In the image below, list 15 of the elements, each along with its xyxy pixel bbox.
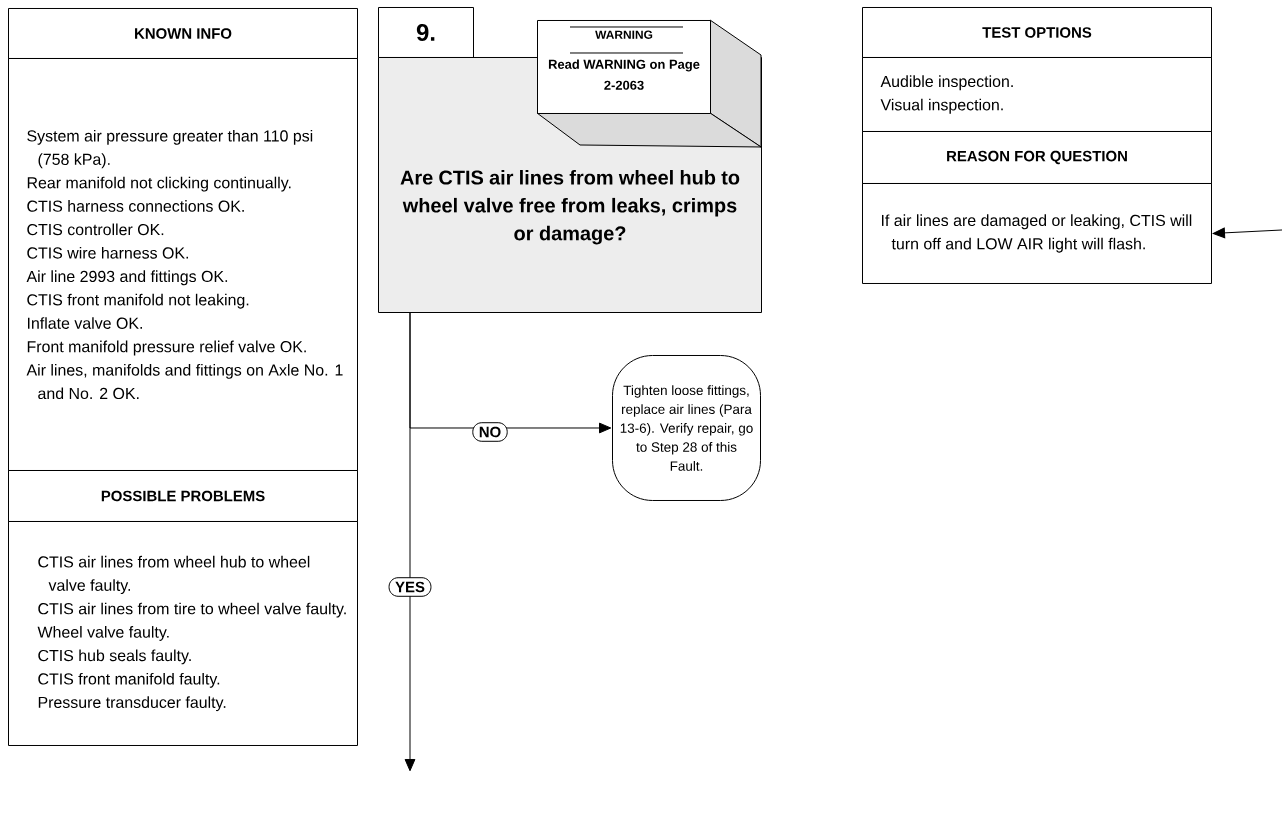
text-panel: Audible inspection. Visual inspection. [862,57,1212,132]
section-header: POSSIBLE PROBLEMS [8,470,358,522]
arrow [1212,227,1283,239]
edge-label: YES [388,577,432,597]
text-panel: System air pressure greater than 110 psi (758 kPa). Rear manifold not clicking continually. CTIS harness connections OK. CTIS controller OK. CTIS wire harness OK. Air line 2993 and fittings OK. CTIS front manifold not leaking. Inflate valve OK. Front manifold pressure relief valve OK. Air lines, manifolds and fittings on Axle No. 1 and No. 2 OK. [8,58,358,471]
text-panel: If air lines are damaged or leaking, CTIS will turn off and LOW AIR light will flash. [862,183,1212,284]
text-panel: CTIS air lines from wheel hub to wheel valve faulty. CTIS air lines from tire to wheel valve faulty. Wheel valve faulty. CTIS hub seals faulty. CTIS front manifold faulty. Pressure transducer faulty. [8,521,358,746]
arrow [404,312,416,772]
section-header: TEST OPTIONS [862,7,1212,58]
step-number-tab: 9. [378,7,474,58]
section-header: REASON FOR QUESTION [862,131,1212,184]
action-box: Tighten loose fittings, replace air lines (Para 13-6). Verify repair, go to Step 28 of this Fault. [612,355,761,501]
edge-label: NO [472,422,508,442]
section-header: KNOWN INFO [8,8,358,59]
warning-box: WARNING Read WARNING on Page 2-2063 [536,19,762,148]
